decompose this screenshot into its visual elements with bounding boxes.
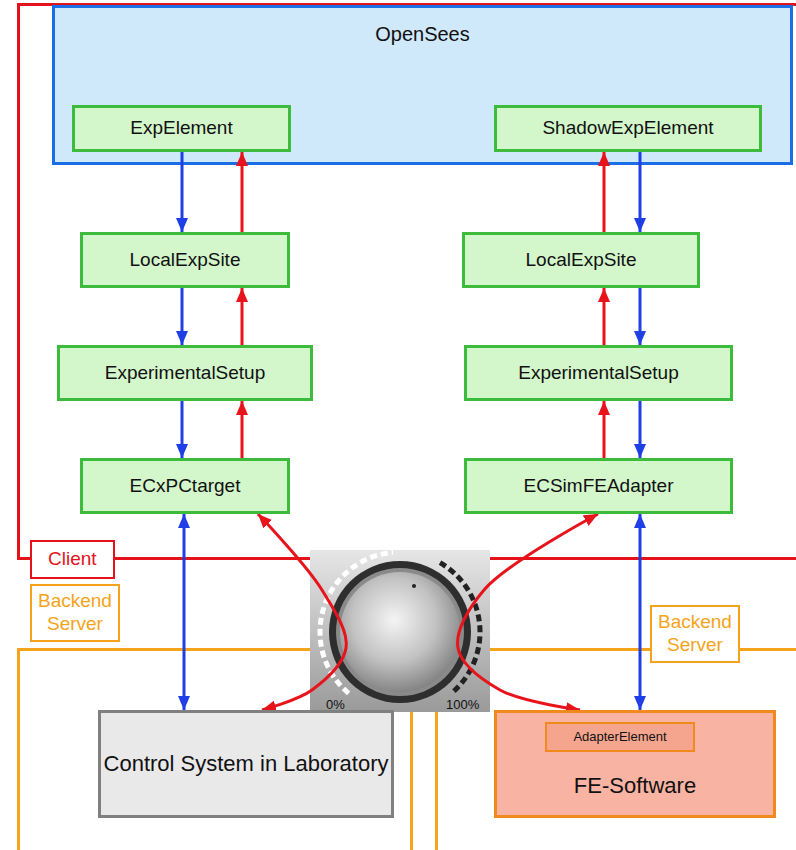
- command-arrow: [639, 401, 642, 458]
- lab-box: Control System in Laboratory: [98, 710, 394, 818]
- scale-label: 100%: [446, 697, 479, 712]
- command-arrow: [181, 288, 184, 345]
- box-label: ExperimentalSetup: [105, 362, 266, 385]
- feedback-arrow: [258, 514, 346, 710]
- setup-box: ExperimentalSetup: [464, 345, 733, 401]
- controller-box: ECSimFEAdapter: [464, 458, 733, 514]
- command-arrow: [181, 152, 184, 232]
- command-arrow: [639, 288, 642, 345]
- box-label: ExpElement: [130, 117, 232, 140]
- box-label: ECxPCtarget: [130, 475, 241, 498]
- knob-background: [310, 550, 490, 712]
- adapter-box: AdapterElement: [545, 722, 695, 752]
- box-label: LocalExpSite: [526, 249, 637, 272]
- site-box: LocalExpSite: [462, 232, 700, 288]
- site-box: LocalExpSite: [80, 232, 290, 288]
- client-region: ClientOpenSeesExpElementShadowExpElement…: [17, 3, 796, 560]
- setup-box: ExperimentalSetup: [57, 345, 313, 401]
- software-frame: OpenSeesExpElement ShadowExpElement: [52, 5, 793, 165]
- feedback-arrow: [458, 514, 598, 710]
- command-arrow: [181, 401, 184, 458]
- knob-indicator: [412, 584, 416, 588]
- box-label: LocalExpSite: [130, 249, 241, 272]
- feedback-arrow: [241, 288, 244, 345]
- box-label: ExperimentalSetup: [518, 362, 679, 385]
- region-heading: OpenSees: [55, 22, 790, 46]
- scale-label: 0%: [326, 697, 345, 712]
- feedback-arrow: [603, 401, 606, 458]
- knob-ring: [329, 561, 471, 703]
- software-box: FE-Software AdapterElement: [494, 710, 776, 818]
- box-label: ShadowExpElement: [542, 117, 713, 140]
- feedback-arrow: [603, 152, 606, 232]
- region-heading: Backend Server: [650, 605, 740, 663]
- command-arrow: [639, 152, 642, 232]
- command-arrow: [183, 514, 186, 710]
- command-arrow: [639, 514, 642, 710]
- feedback-arrow: [241, 152, 244, 232]
- knob-face: [340, 572, 460, 692]
- feedback-arrow: [241, 401, 244, 458]
- feedback-arrow: [603, 288, 606, 345]
- box-label: FE-Software: [574, 773, 696, 799]
- controller-box: ECxPCtarget: [80, 458, 290, 514]
- box-label: AdapterElement: [573, 729, 666, 745]
- element-box: ExpElement: [72, 105, 291, 152]
- region-heading: Client: [30, 540, 115, 579]
- knob-rim: [336, 568, 464, 696]
- element-box: ShadowExpElement: [494, 105, 762, 152]
- box-label: Control System in Laboratory: [104, 751, 389, 777]
- box-label: ECSimFEAdapter: [524, 475, 674, 498]
- region-heading: Backend Server: [30, 584, 120, 642]
